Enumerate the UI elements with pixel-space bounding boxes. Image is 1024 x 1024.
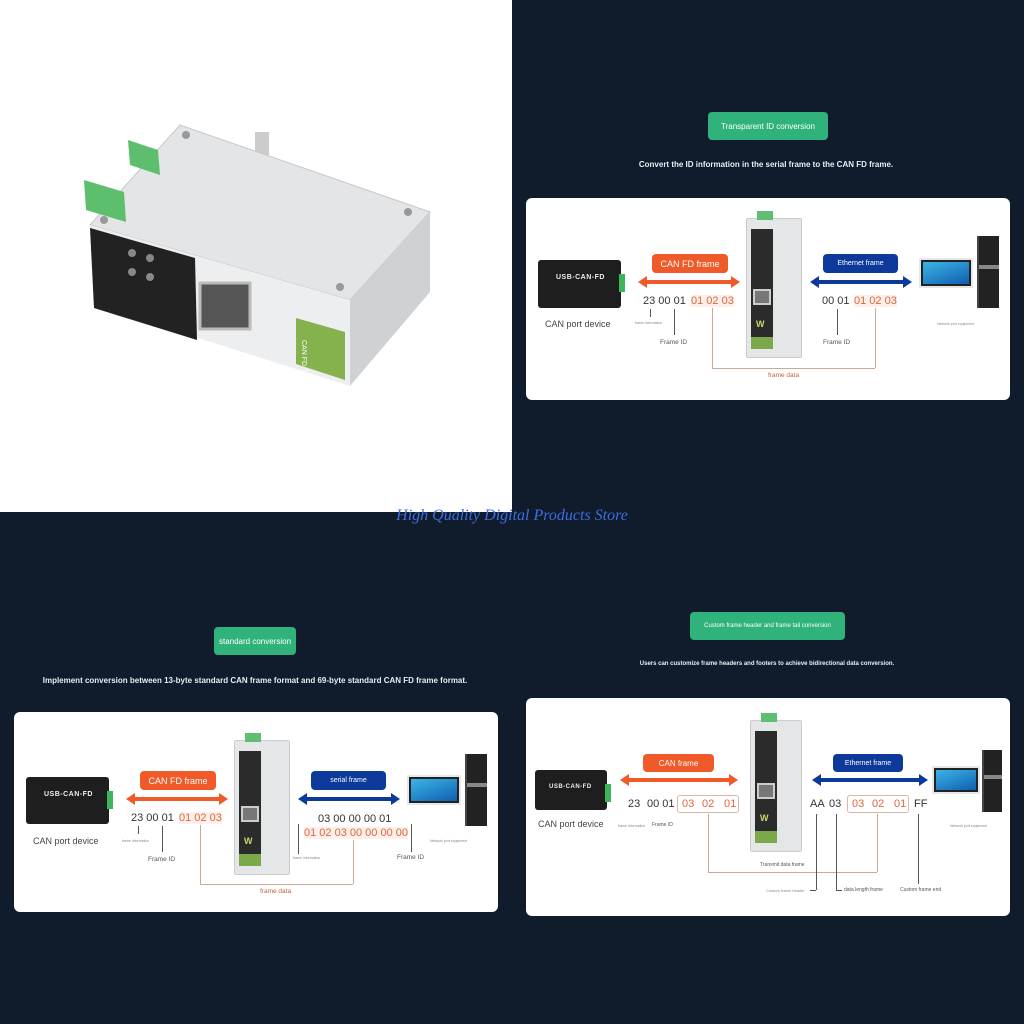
hex-data: 02 <box>872 798 885 810</box>
frame-data-label: frame data <box>768 372 800 379</box>
monitor-icon <box>407 775 461 805</box>
can-fd-frame-label: CAN FD frame <box>652 254 728 273</box>
usb-label: USB-CAN-FD <box>556 274 605 281</box>
hex-header: 00 01 <box>822 295 850 307</box>
frame-info-label: frame information <box>122 839 150 843</box>
pc-tower-icon <box>977 236 999 308</box>
ethernet-frame-label: Ethernet frame <box>833 754 903 772</box>
frame-id-label: Frame ID <box>652 822 673 828</box>
panel1-subtitle: Convert the ID information in the serial… <box>638 160 894 169</box>
network-device-label: Network port equipment <box>937 322 975 326</box>
custom-header-label: Custom frame header <box>766 888 805 893</box>
data-box <box>677 795 739 813</box>
panel3-title-badge: standard conversion <box>214 627 296 655</box>
hex-data: 01 02 03 <box>854 295 897 307</box>
double-arrow-icon <box>620 774 738 786</box>
frame-id-label: Frame ID <box>660 339 688 346</box>
gateway-device-image: CAN FD TO ETH <box>84 124 431 393</box>
double-arrow-icon <box>126 793 228 805</box>
gateway-device: W <box>746 211 802 358</box>
data-box <box>847 795 909 813</box>
monitor-icon <box>932 766 980 794</box>
frame-info-label: frame information <box>635 321 663 325</box>
can-port-device-label: CAN port device <box>538 819 604 829</box>
hex-data: 01 <box>894 798 907 810</box>
can-frame-label: CAN frame <box>643 754 714 772</box>
frame-info-label: frame information <box>293 856 321 860</box>
hex-data: 03 <box>852 798 865 810</box>
double-arrow-icon <box>638 276 740 288</box>
hex-custom-end: FF <box>914 798 928 810</box>
hex-header: 23 00 01 <box>643 295 686 307</box>
panel3-subtitle: Implement conversion between 13-byte sta… <box>42 676 468 685</box>
custom-end-label: Custom frame end <box>900 887 942 893</box>
usb-label: USB-CAN-FD <box>549 784 592 790</box>
panel3-diagram: USB-CAN-FD CAN port device CAN FD frame … <box>14 712 498 912</box>
hex-line1: 03 00 00 00 01 <box>318 813 392 825</box>
panel1-diagram: USB-CAN-FD CAN port device CAN FD frame … <box>526 198 1010 400</box>
product-photo: CAN FD TO ETH <box>0 0 512 512</box>
network-device-label: Network port equipment <box>430 839 468 843</box>
pc-tower-icon <box>465 754 487 826</box>
hex-frame-id: 00 01 <box>647 798 675 810</box>
usb-can-fd-device: USB-CAN-FD <box>538 260 625 308</box>
usb-can-fd-device: USB-CAN-FD <box>26 777 113 824</box>
double-arrow-icon <box>810 276 912 288</box>
can-port-device-label: CAN port device <box>33 836 99 846</box>
double-arrow-icon <box>298 793 400 805</box>
serial-frame-label: serial frame <box>311 771 386 790</box>
pc-tower-icon <box>982 750 1002 812</box>
hex-line2: 01 02 03 00 00 00 00 <box>304 827 408 839</box>
usb-can-fd-device: USB-CAN-FD <box>535 770 611 810</box>
hex-header: 23 00 01 <box>131 812 174 824</box>
data-length-label: data length frame <box>844 887 883 893</box>
panel4-diagram: USB-CAN-FD CAN port device CAN frame 23 … <box>526 698 1010 916</box>
hex-data: 02 <box>702 798 715 810</box>
frame-data-label: frame data <box>260 888 292 895</box>
hex-data-length: 03 <box>829 798 842 810</box>
monitor-icon <box>919 258 973 288</box>
hex-frame-info: 23 <box>628 798 641 810</box>
frame-id-label: Frame ID <box>148 856 176 863</box>
hex-data: 01 02 03 <box>179 812 222 824</box>
frame-info-label: frame information <box>618 824 646 828</box>
double-arrow-icon <box>812 774 928 786</box>
hex-custom-header: AA <box>810 798 825 810</box>
network-device-label: Network port equipment <box>950 824 988 828</box>
gateway-device: W <box>234 733 290 875</box>
ethernet-frame-label: Ethernet frame <box>823 254 898 273</box>
frame-id-label: Frame ID <box>823 339 851 346</box>
panel4-subtitle: Users can customize frame headers and fo… <box>639 661 895 667</box>
frame-id-label: Frame ID <box>397 854 425 861</box>
product-label: CAN FD TO ETH <box>300 340 307 393</box>
watermark: High Quality Digital Products Store <box>396 507 628 524</box>
hex-data: 01 02 03 <box>691 295 734 307</box>
can-fd-frame-label: CAN FD frame <box>140 771 216 790</box>
panel4-title-badge: Custom frame header and frame tail conve… <box>690 612 845 640</box>
usb-label: USB-CAN-FD <box>44 791 93 798</box>
panel1-title-badge: Transparent ID conversion <box>708 112 828 140</box>
can-port-device-label: CAN port device <box>545 319 611 329</box>
hex-data: 03 <box>682 798 695 810</box>
transmit-data-label: Transmit data frame <box>760 862 805 868</box>
hex-data: 01 <box>724 798 737 810</box>
gateway-device: W <box>750 713 802 852</box>
